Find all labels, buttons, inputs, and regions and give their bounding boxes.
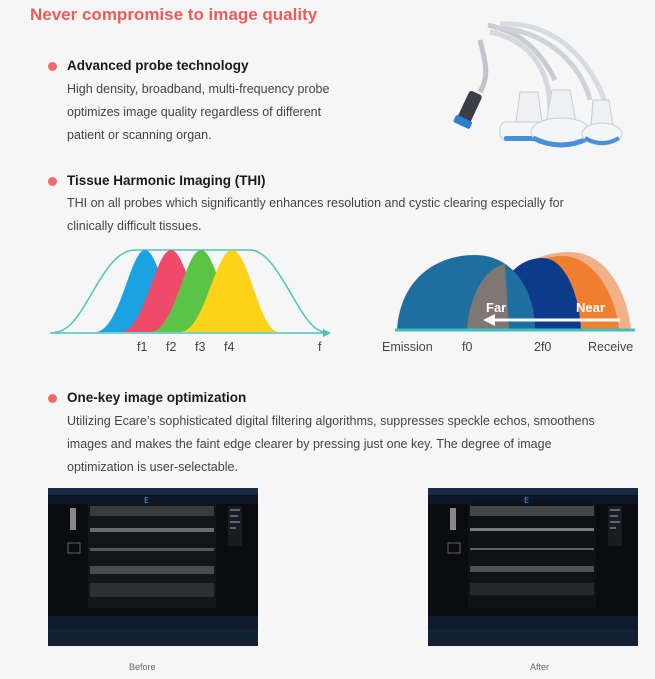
label-f2: f2 [166, 340, 177, 354]
bullet-icon [48, 394, 57, 403]
label-f0: f0 [462, 340, 473, 354]
description-line: patient or scanning organ. [67, 128, 212, 142]
before-ultrasound-image: E [48, 488, 258, 646]
description-line: High density, broadband, multi-frequency… [67, 82, 330, 96]
probe-phased [581, 99, 623, 146]
label-f: f [318, 340, 322, 354]
feature-title-optimization: One-key image optimization [67, 390, 247, 405]
probes-image [453, 21, 623, 148]
label-f4: f4 [224, 340, 235, 354]
page-headline: Never compromise to image quality [30, 5, 318, 24]
feature-title-probe: Advanced probe technology [67, 58, 249, 73]
feature-description-optimization: Utilizing Ecare’s sophisticated digital … [67, 410, 595, 479]
envelope-curve [54, 249, 326, 333]
label-receive: Receive [588, 340, 634, 354]
description-line: THI on all probes which significantly en… [67, 196, 564, 210]
svg-text:E: E [524, 496, 529, 505]
label-emission: Emission [382, 340, 433, 354]
far-label: Far [486, 300, 507, 315]
description-line: optimization is user-selectable. [67, 460, 238, 474]
axis-arrow-icon [323, 329, 331, 337]
feature-description-thi: THI on all probes which significantly en… [67, 192, 564, 238]
svg-text:E: E [144, 496, 149, 505]
probe-dark [453, 90, 482, 129]
label-f1: f1 [137, 340, 148, 354]
description-line: clinically difficult tissues. [67, 219, 202, 233]
band-f4 [180, 250, 279, 332]
near-label: Near [576, 300, 605, 315]
description-line: Utilizing Ecare’s sophisticated digital … [67, 414, 595, 428]
emission-edge [467, 264, 509, 330]
after-caption: After [530, 662, 550, 672]
probe-convex [530, 89, 592, 148]
label-f3: f3 [195, 340, 206, 354]
label-2f0: 2f0 [534, 340, 552, 354]
emission-receive-diagram [395, 252, 635, 332]
before-caption: Before [129, 662, 156, 672]
description-line: images and makes the faint edge clearer … [67, 437, 552, 451]
bullet-icon [48, 177, 57, 186]
description-line: optimizes image quality regardless of di… [67, 105, 322, 119]
arrow-left-icon [483, 314, 495, 326]
feature-description-probe: High density, broadband, multi-frequency… [67, 78, 329, 147]
thi-frequency-diagram [50, 249, 331, 337]
bullet-icon [48, 62, 57, 71]
after-ultrasound-image: E [428, 488, 638, 646]
feature-title-thi: Tissue Harmonic Imaging (THI) [67, 173, 266, 188]
